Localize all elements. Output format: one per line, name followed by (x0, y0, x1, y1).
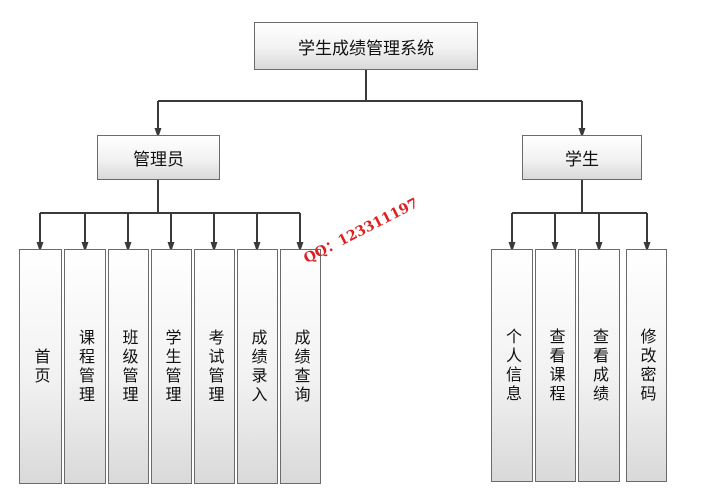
branch-node-admin: 管理员 (97, 135, 220, 180)
leaf-label: 成绩查询 (291, 328, 311, 405)
leaf-student-courses: 查看课程 (535, 249, 576, 482)
leaf-label: 班级管理 (119, 328, 139, 405)
branch-node-student-label: 学生 (565, 150, 599, 170)
leaf-label: 课程管理 (76, 328, 95, 405)
leaf-student-scores: 查看成绩 (578, 249, 620, 482)
leaf-admin-score-entry: 成绩录入 (237, 249, 278, 484)
root-node-label: 学生成绩管理系统 (298, 38, 434, 59)
branch-node-student: 学生 (522, 135, 642, 180)
branch-node-admin-label: 管理员 (133, 150, 184, 170)
leaf-admin-class: 班级管理 (108, 249, 149, 484)
leaf-label: 个人信息 (503, 327, 522, 404)
leaf-student-profile: 个人信息 (491, 249, 533, 482)
leaf-label: 成绩录入 (248, 328, 268, 405)
leaf-label: 查看成绩 (590, 327, 609, 404)
leaf-student-password: 修改密码 (626, 249, 667, 482)
leaf-admin-course: 课程管理 (64, 249, 106, 484)
leaf-label: 首页 (31, 347, 51, 386)
leaf-label: 查看课程 (546, 327, 566, 404)
leaf-label: 学生管理 (162, 328, 182, 405)
root-node: 学生成绩管理系统 (254, 22, 478, 70)
leaf-admin-score-query: 成绩查询 (280, 249, 321, 484)
leaf-admin-student: 学生管理 (151, 249, 192, 484)
leaf-admin-home: 首页 (19, 249, 62, 484)
leaf-label: 考试管理 (205, 328, 225, 405)
leaf-label: 修改密码 (637, 327, 657, 404)
leaf-admin-exam: 考试管理 (194, 249, 235, 484)
